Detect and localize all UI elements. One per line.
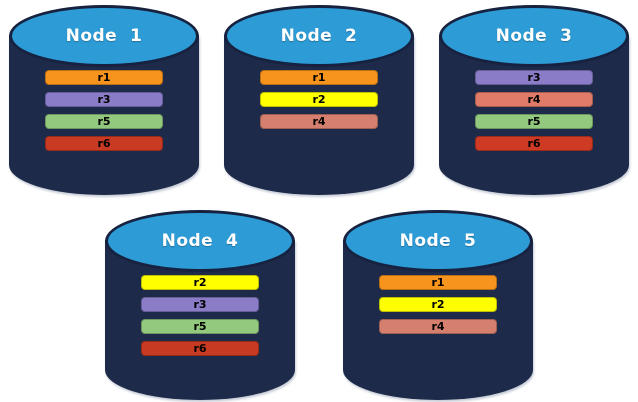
replica-bar: r6 [45, 136, 163, 151]
node-1-cylinder-top: Node 1 [9, 5, 199, 67]
node-4-replica-list: r2 r3 r5 r6 [105, 275, 295, 356]
top-row: Node 1 r1 r3 r5 r6 Node 2 r1 r2 r4 [0, 5, 638, 195]
replica-bar: r4 [379, 319, 497, 334]
node-5-cylinder: Node 5 r1 r2 r4 [343, 210, 533, 400]
node-2-cylinder-top: Node 2 [224, 5, 414, 67]
node-3-cylinder-top: Node 3 [439, 5, 629, 67]
node-5-title: Node 5 [399, 231, 477, 251]
replica-bar: r1 [379, 275, 497, 290]
replica-bar: r1 [45, 70, 163, 85]
node-4-cylinder-top: Node 4 [105, 210, 295, 272]
replica-bar: r4 [260, 114, 378, 129]
replica-bar: r1 [260, 70, 378, 85]
node-5-replica-list: r1 r2 r4 [343, 275, 533, 334]
replica-bar: r5 [141, 319, 259, 334]
replica-bar: r6 [475, 136, 593, 151]
node-2-title: Node 2 [280, 26, 358, 46]
replica-bar: r2 [141, 275, 259, 290]
replica-bar: r5 [475, 114, 593, 129]
node-3-cylinder: Node 3 r3 r4 r5 r6 [439, 5, 629, 195]
node-4-cylinder: Node 4 r2 r3 r5 r6 [105, 210, 295, 400]
node-4-title: Node 4 [161, 231, 239, 251]
node-2-cylinder: Node 2 r1 r2 r4 [224, 5, 414, 195]
replica-bar: r4 [475, 92, 593, 107]
node-3-replica-list: r3 r4 r5 r6 [439, 70, 629, 151]
node-1-title: Node 1 [65, 26, 143, 46]
replica-bar: r3 [475, 70, 593, 85]
node-1-cylinder: Node 1 r1 r3 r5 r6 [9, 5, 199, 195]
replica-bar: r5 [45, 114, 163, 129]
replica-bar: r2 [379, 297, 497, 312]
node-2-replica-list: r1 r2 r4 [224, 70, 414, 129]
replica-bar: r6 [141, 341, 259, 356]
bottom-row: Node 4 r2 r3 r5 r6 Node 5 r1 r2 r4 [0, 210, 638, 400]
node-5-cylinder-top: Node 5 [343, 210, 533, 272]
replica-bar: r3 [141, 297, 259, 312]
node-1-replica-list: r1 r3 r5 r6 [9, 70, 199, 151]
replica-bar: r2 [260, 92, 378, 107]
replica-bar: r3 [45, 92, 163, 107]
node-3-title: Node 3 [495, 26, 573, 46]
